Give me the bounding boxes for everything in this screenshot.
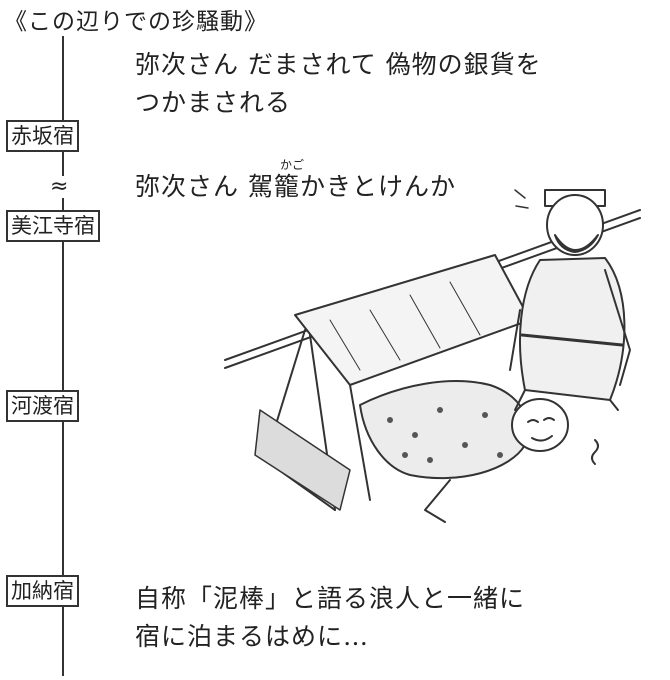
- carrier-beard: [554, 234, 599, 253]
- palanquin-illustration: [224, 189, 641, 523]
- route-line: [62, 36, 64, 676]
- traveler-hand: [424, 479, 451, 523]
- station-miedera: 美江寺宿: [6, 210, 100, 242]
- station-kano: 加納宿: [6, 575, 79, 607]
- traveler-mouth: [531, 435, 553, 442]
- route-break-mark: ≈: [50, 174, 69, 199]
- event-line: 自称「泥棒」と語る浪人と一緒に: [135, 584, 526, 613]
- carrier-arm-right: [604, 269, 631, 386]
- roof-texture: [329, 281, 481, 371]
- station-godo: 河渡宿: [6, 390, 79, 422]
- kimono-pattern: [387, 407, 503, 463]
- event-line: 宿に泊まるはめに…: [135, 622, 370, 651]
- palanquin-carrier: [509, 189, 631, 411]
- carrier-belt: [520, 333, 624, 347]
- carrier-arm: [509, 309, 521, 371]
- palanquin-frame: [254, 329, 371, 511]
- anger-marks: [514, 189, 529, 209]
- event-line: 弥次さん 駕籠かきとけんか: [135, 172, 456, 201]
- traveler-eyes: [527, 417, 555, 423]
- fallen-traveler: [359, 380, 599, 523]
- traveler-head: [511, 398, 569, 452]
- trembling-mark: [591, 439, 599, 465]
- event-fake-silver: 弥次さん だまされて 偽物の銀貨を つかまされる: [135, 46, 542, 122]
- event-line: 弥次さん だまされて 偽物の銀貨を: [135, 50, 542, 79]
- palanquin-seat: [254, 409, 351, 511]
- ruby-kago: かご: [280, 158, 305, 172]
- carrier-legs: [514, 389, 619, 411]
- station-akasaka: 赤坂宿: [6, 120, 79, 152]
- carrier-head: [546, 194, 604, 256]
- event-palanquin-fight: 弥次さん 駕籠かきとけんか: [135, 168, 456, 206]
- page-title: 《この辺りでの珍騒動》: [4, 9, 268, 35]
- event-ronin-lodging: 自称「泥棒」と語る浪人と一緒に 宿に泊まるはめに…: [135, 580, 525, 656]
- event-line: つかまされる: [135, 88, 292, 117]
